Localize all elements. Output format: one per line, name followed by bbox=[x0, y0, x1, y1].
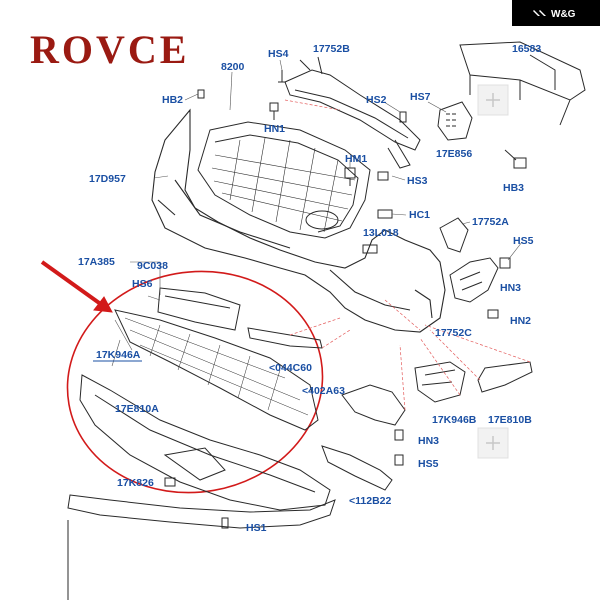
label-17d957: 17D957 bbox=[89, 173, 126, 185]
badge-wings-icon bbox=[533, 10, 546, 16]
part-labels: HS4 17752B 16583 8200 HB2 HS2 HS7 HN1 HM… bbox=[78, 43, 541, 534]
label-17752c: 17752C bbox=[435, 327, 472, 339]
upper-fasteners bbox=[197, 70, 407, 254]
label-hn3-right: HN3 bbox=[500, 282, 521, 294]
label-hs5-lower: HS5 bbox=[418, 458, 439, 470]
label-8200: 8200 bbox=[221, 61, 245, 73]
side-bracket-right bbox=[439, 217, 511, 319]
label-hs1: HS1 bbox=[246, 522, 267, 534]
label-17k946a: 17K946A bbox=[96, 349, 141, 361]
watermark-placeholder-top bbox=[477, 84, 509, 116]
label-17k826: 17K826 bbox=[117, 477, 154, 489]
label-044c60: <044C60 bbox=[269, 362, 312, 374]
label-hb2: HB2 bbox=[162, 94, 183, 106]
pointer-arrow bbox=[40, 260, 113, 313]
sensor-bracket bbox=[437, 101, 473, 141]
bumper-cover bbox=[151, 108, 446, 333]
bolt-hb3 bbox=[504, 149, 527, 169]
label-9c038: 9C038 bbox=[137, 260, 168, 272]
label-hb3: HB3 bbox=[503, 182, 524, 194]
label-16583: 16583 bbox=[512, 43, 541, 55]
watermark-placeholder-bottom bbox=[477, 427, 509, 459]
badge-text: W&G bbox=[551, 9, 576, 20]
label-17a385: 17A385 bbox=[78, 256, 115, 268]
lower-grille bbox=[114, 309, 319, 431]
label-hn2: HN2 bbox=[510, 315, 531, 327]
label-hs5-right: HS5 bbox=[513, 235, 534, 247]
lower-skid-strip bbox=[67, 477, 336, 600]
label-hs3: HS3 bbox=[407, 175, 428, 187]
label-17e856: 17E856 bbox=[436, 148, 472, 160]
brand-badge bbox=[512, 0, 600, 26]
label-hm1: HM1 bbox=[345, 153, 367, 165]
label-hn3-lower: HN3 bbox=[418, 435, 439, 447]
label-17752b: 17752B bbox=[313, 43, 350, 55]
label-17e810a: 17E810A bbox=[115, 403, 159, 415]
highlight-ellipse bbox=[66, 270, 324, 494]
undertray bbox=[79, 374, 331, 511]
upper-frame-rail bbox=[459, 41, 586, 126]
label-hs4: HS4 bbox=[268, 48, 289, 60]
label-hs7: HS7 bbox=[410, 91, 431, 103]
license-plate-bracket bbox=[157, 287, 241, 331]
label-17752a: 17752A bbox=[472, 216, 509, 228]
label-hc1: HC1 bbox=[409, 209, 430, 221]
upper-beam-bracket bbox=[284, 56, 421, 169]
label-13l018: 13L018 bbox=[363, 227, 399, 239]
label-402a63: <402A63 bbox=[302, 385, 345, 397]
brand-logo: ROVCE bbox=[30, 27, 189, 72]
label-17e810b: 17E810B bbox=[488, 414, 532, 426]
label-hs6: HS6 bbox=[132, 278, 153, 290]
front-grille bbox=[197, 121, 371, 239]
label-17k946b: 17K946B bbox=[432, 414, 477, 426]
lower-side-parts bbox=[321, 361, 533, 491]
label-hn1-top: HN1 bbox=[264, 123, 285, 135]
label-leaders bbox=[111, 59, 523, 367]
label-hs2: HS2 bbox=[366, 94, 387, 106]
label-112b22: <112B22 bbox=[349, 495, 391, 507]
leader-lines bbox=[284, 99, 531, 411]
